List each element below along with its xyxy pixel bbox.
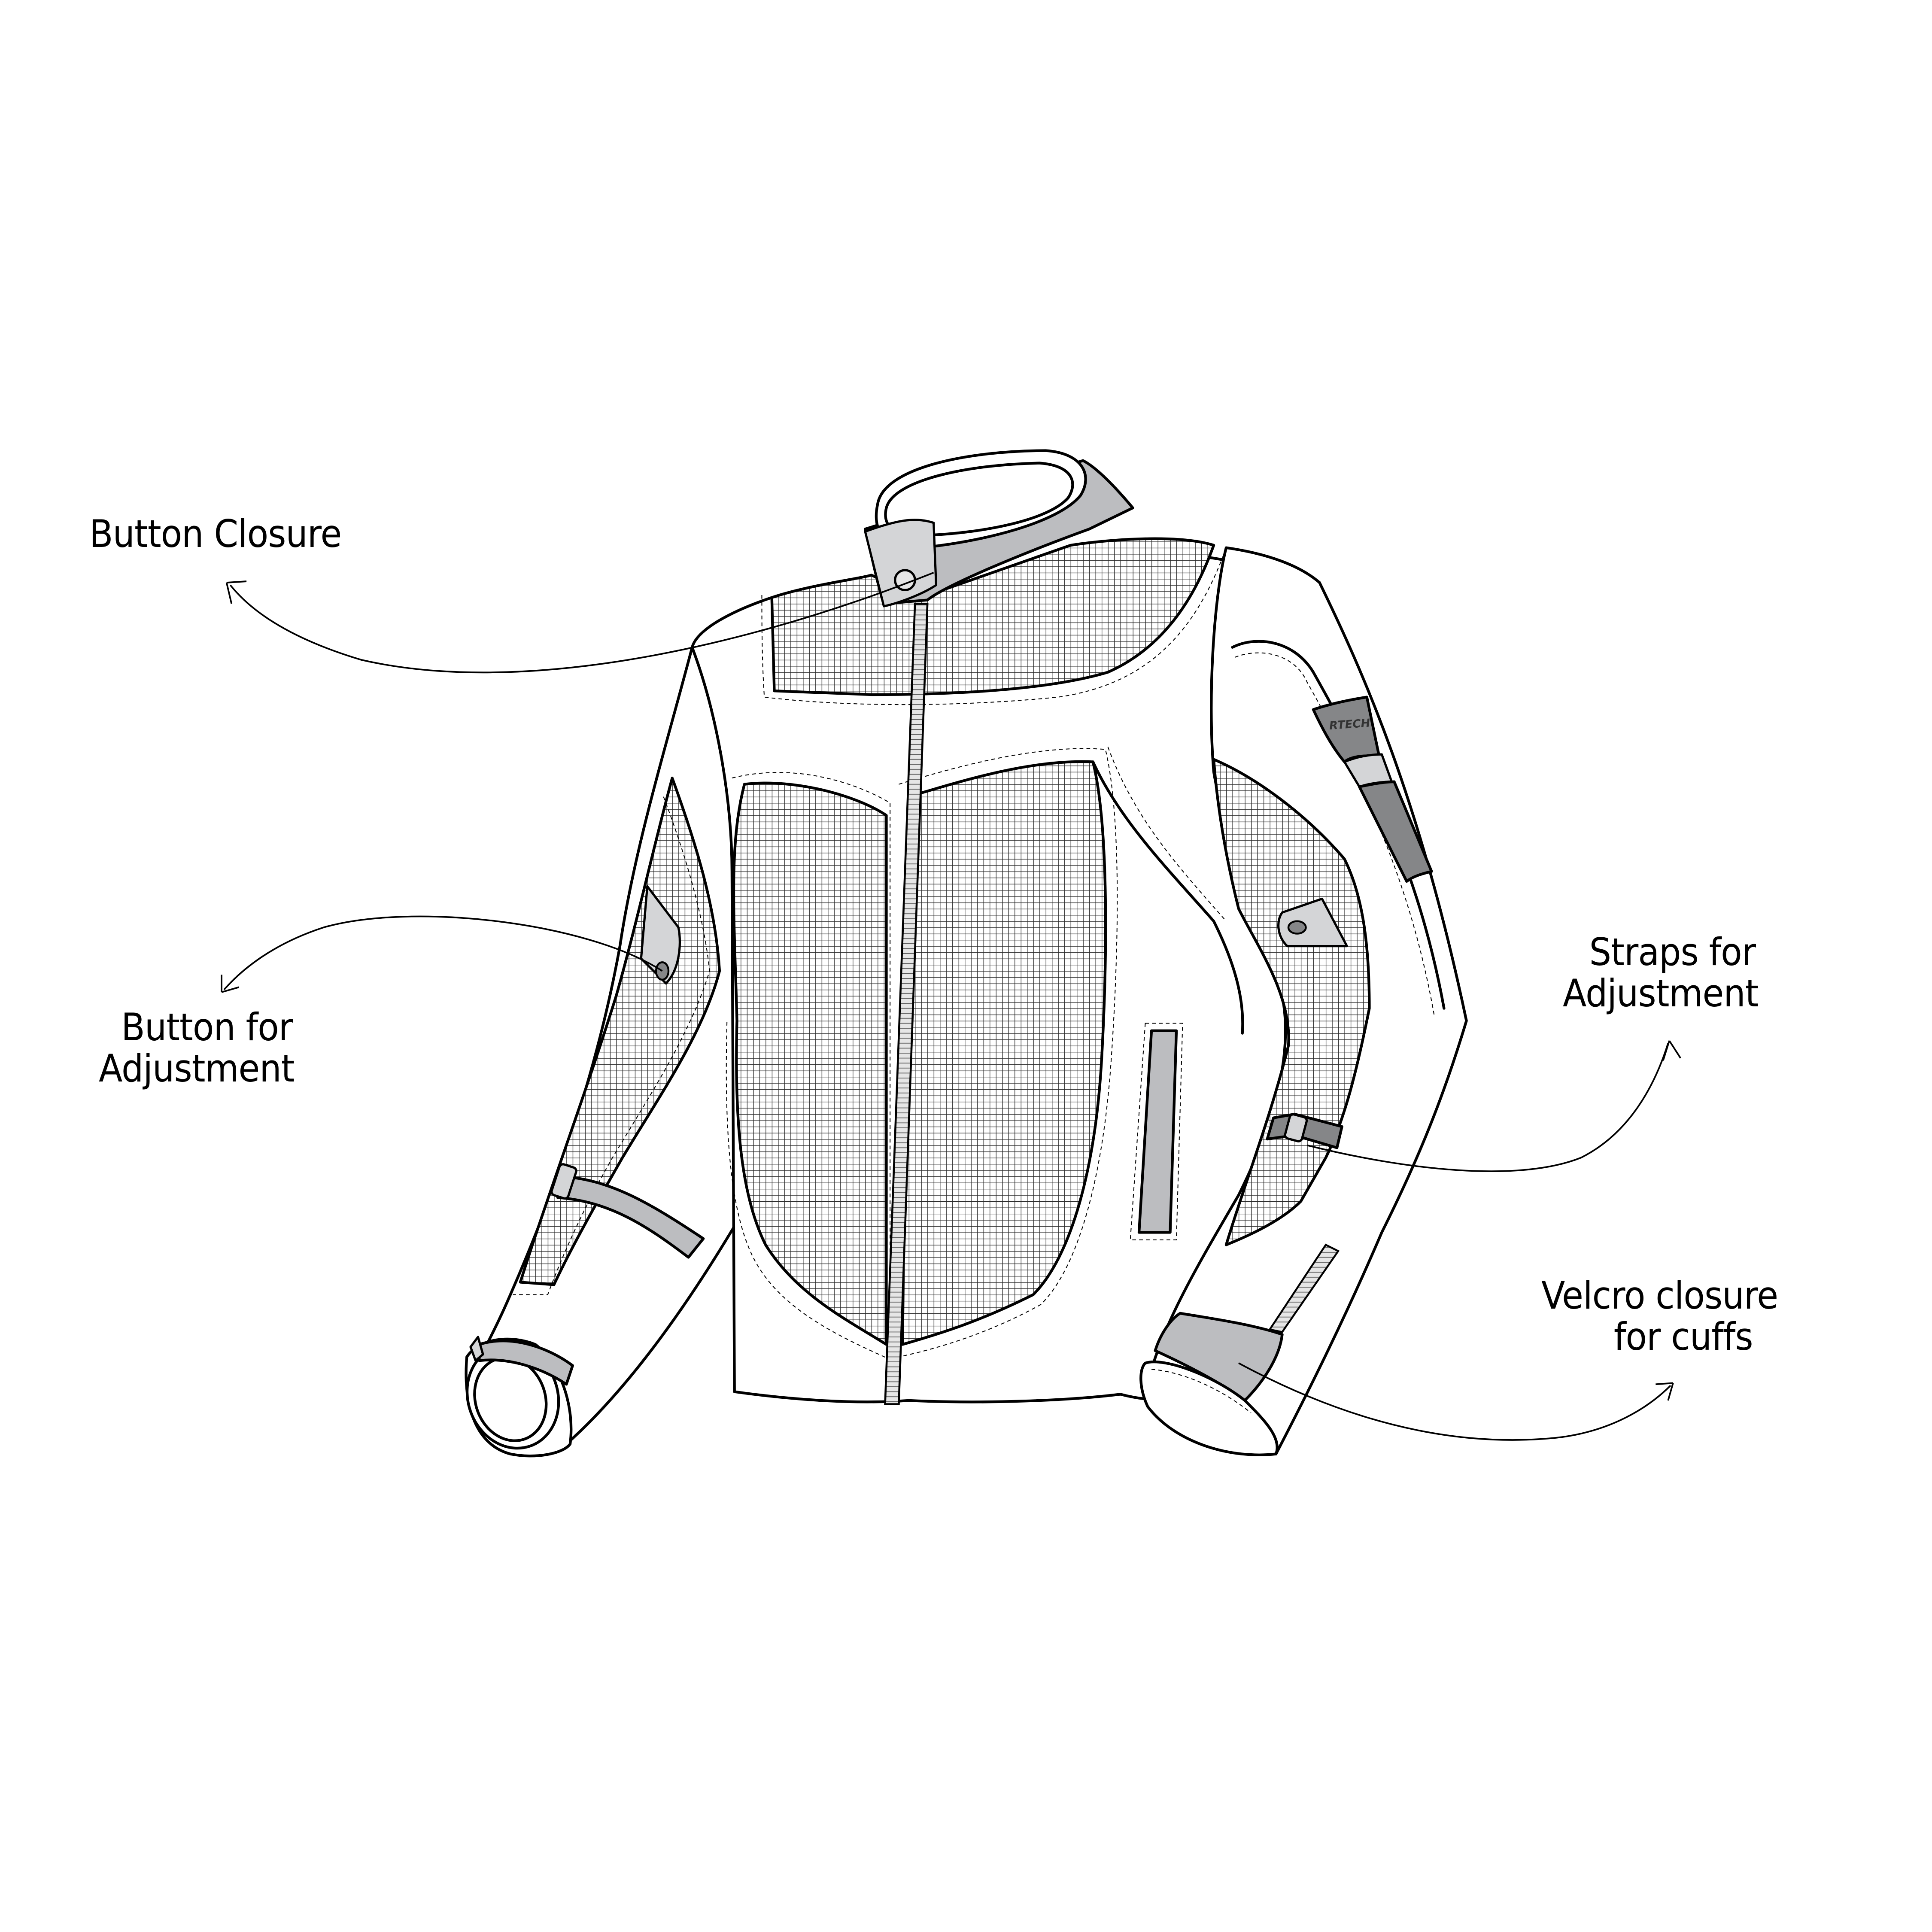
sleeve-strap-buckle xyxy=(1284,1113,1308,1142)
callout-button-closure: Button Closure xyxy=(89,512,342,556)
sleeve-button-tab xyxy=(640,885,681,985)
callout-button-for-adjustment: Button for Adjustment xyxy=(99,1005,295,1091)
collar-tab xyxy=(864,519,938,608)
arm-strap xyxy=(556,1175,705,1259)
right-sleeve-button xyxy=(1287,920,1307,935)
right-sleeve: RTECH xyxy=(1139,546,1468,1456)
callout-velcro-closure-for-cuffs: Velcro closure for cuffs xyxy=(1541,1273,1778,1359)
yoke-mesh xyxy=(770,537,1215,696)
left-cuff-velcro xyxy=(478,1340,574,1386)
arm-strap-buckle xyxy=(550,1163,577,1200)
jacket-body xyxy=(690,449,1377,1405)
side-pocket-zip xyxy=(1137,1029,1178,1234)
callout-leaders xyxy=(221,572,1681,1441)
front-zipper xyxy=(884,602,929,1405)
right-cuff-velcro xyxy=(1154,1312,1284,1402)
left-front-mesh xyxy=(732,781,888,1346)
right-front-mesh xyxy=(901,760,1107,1346)
logo-text: RTECH xyxy=(1329,717,1371,732)
cuff-zipper xyxy=(1268,1243,1340,1333)
callout-straps-for-adjustment: Straps for Adjustment xyxy=(1563,930,1759,1015)
left-sleeve xyxy=(465,646,736,1458)
